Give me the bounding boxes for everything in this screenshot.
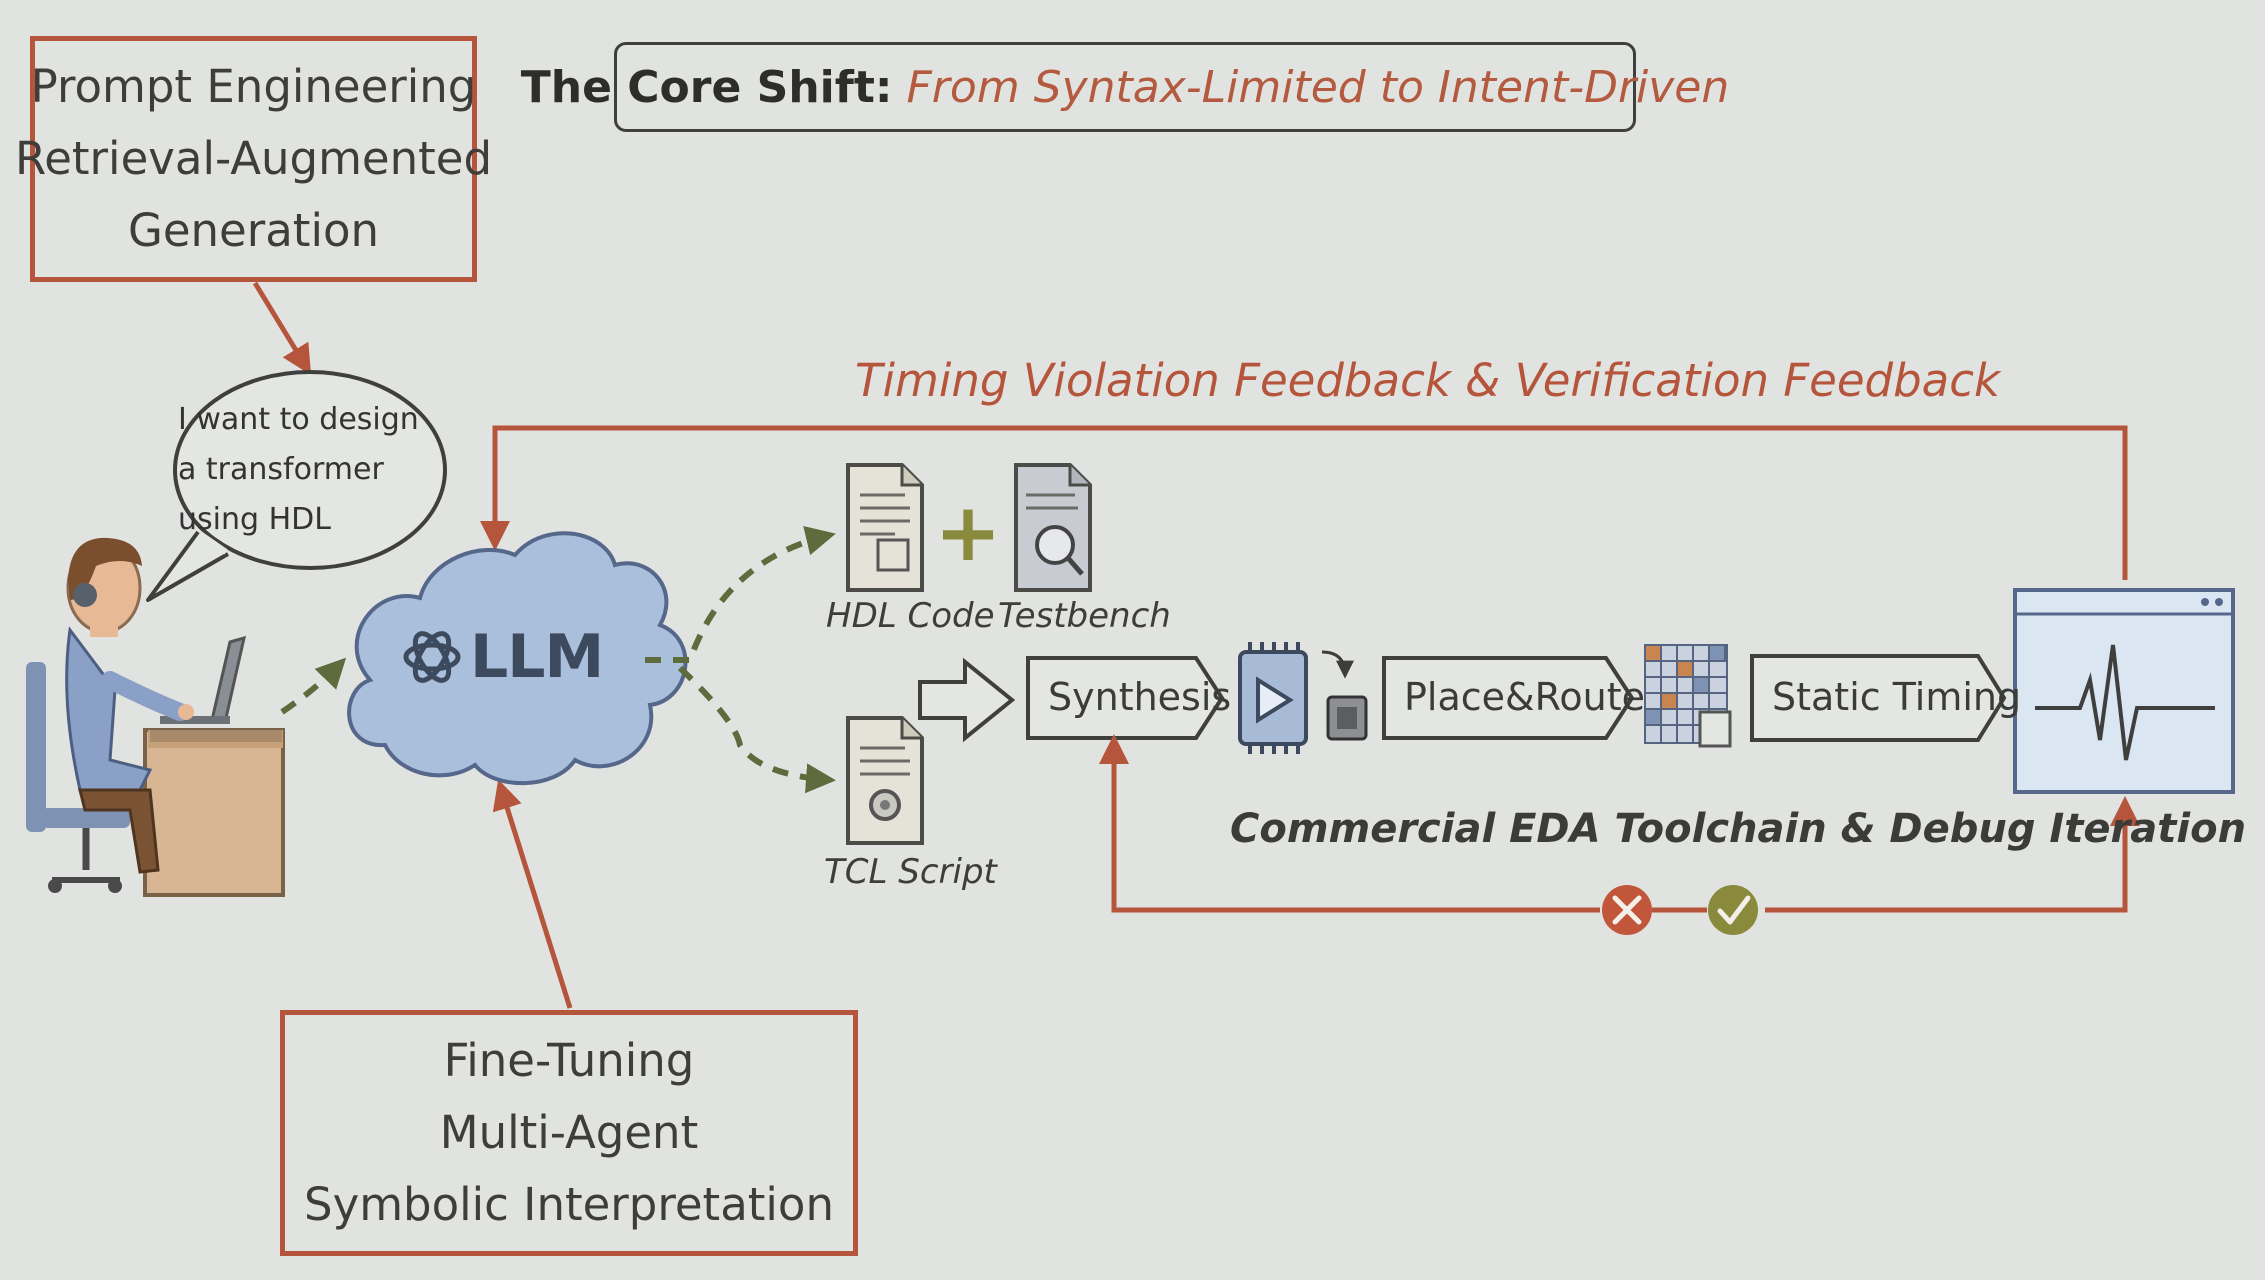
- speech-bubble-text: I want to design a transformer using HDL: [178, 395, 443, 545]
- speech-line-2: a transformer: [178, 452, 384, 487]
- static-timing-stage-shape: [1750, 654, 2007, 742]
- llm-logo-icon: [403, 631, 461, 683]
- place-route-label: Place&Route: [1404, 675, 1645, 719]
- speech-line-3: using HDL: [178, 502, 331, 537]
- core-shift-emphasis: From Syntax-Limited to Intent-Driven: [906, 61, 1730, 113]
- synthesis-stage-shape: [1026, 656, 1225, 740]
- hdl-code-label: HDL Code: [826, 596, 995, 636]
- pass-badge: [1708, 885, 1758, 935]
- engineer-illustration: [26, 537, 285, 897]
- prompt-box-line-1: Prompt Engineering: [30, 60, 477, 113]
- speech-bubble-shape: [173, 370, 447, 570]
- feedback-loop-arrow: [480, 425, 2128, 580]
- person-to-llm-arrow: [280, 657, 347, 715]
- llm-cloud: [347, 531, 688, 786]
- synthesis-chip-icon: [1238, 642, 1368, 754]
- core-shift-lead: The Core Shift:: [520, 61, 893, 113]
- fail-badge: [1602, 885, 1652, 935]
- placement-grid-icon: [1644, 644, 1732, 748]
- training-box-line-1: Fine-Tuning: [443, 1034, 695, 1087]
- prompt-box-line-2: Retrieval-Augmented: [14, 132, 493, 185]
- prompt-box-line-3: Generation: [127, 204, 380, 257]
- training-box-line-2: Multi-Agent: [439, 1106, 699, 1159]
- debug-loop-left-arrow: [1099, 734, 1600, 913]
- training-box-line-3: Symbolic Interpretation: [304, 1178, 834, 1231]
- waveform-window-icon: [2013, 588, 2235, 794]
- tcl-script-label: TCL Script: [824, 852, 997, 892]
- place-route-stage-shape: [1382, 656, 1635, 740]
- feedback-label: Timing Violation Feedback & Verification…: [855, 354, 2001, 407]
- x-mark-icon: [1612, 895, 1642, 925]
- training-to-llm-arrow: [492, 779, 573, 1009]
- llm-to-hdl-arrow: [645, 525, 836, 663]
- speech-bubble-tail: [146, 530, 229, 602]
- to-synthesis-arrow: [918, 657, 1016, 743]
- speech-line-1: I want to design: [178, 402, 419, 437]
- debug-loop-right-arrow: [1765, 796, 2140, 913]
- check-mark-icon: [1717, 895, 1751, 925]
- eda-toolchain-label: Commercial EDA Toolchain & Debug Iterati…: [1230, 806, 2247, 852]
- synthesis-label: Synthesis: [1048, 675, 1232, 719]
- testbench-doc-icon: [1014, 463, 1092, 592]
- llm-to-tcl-arrow: [677, 665, 836, 794]
- prompt-to-llm-arrow: [252, 281, 312, 376]
- tcl-script-doc-icon: [846, 716, 924, 845]
- core-shift-banner: The Core Shift: From Syntax-Limited to I…: [521, 42, 1729, 132]
- prompt-engineering-box: Prompt Engineering Retrieval-Augmented G…: [15, 36, 492, 282]
- testbench-label: Testbench: [998, 596, 1171, 636]
- llm-label: LLM: [470, 622, 604, 692]
- hdl-code-doc-icon: [846, 463, 924, 592]
- static-timing-label: Static Timing: [1772, 675, 2022, 719]
- fine-tuning-box: Fine-Tuning Multi-Agent Symbolic Interpr…: [280, 1010, 858, 1256]
- plus-sign: +: [934, 486, 1001, 579]
